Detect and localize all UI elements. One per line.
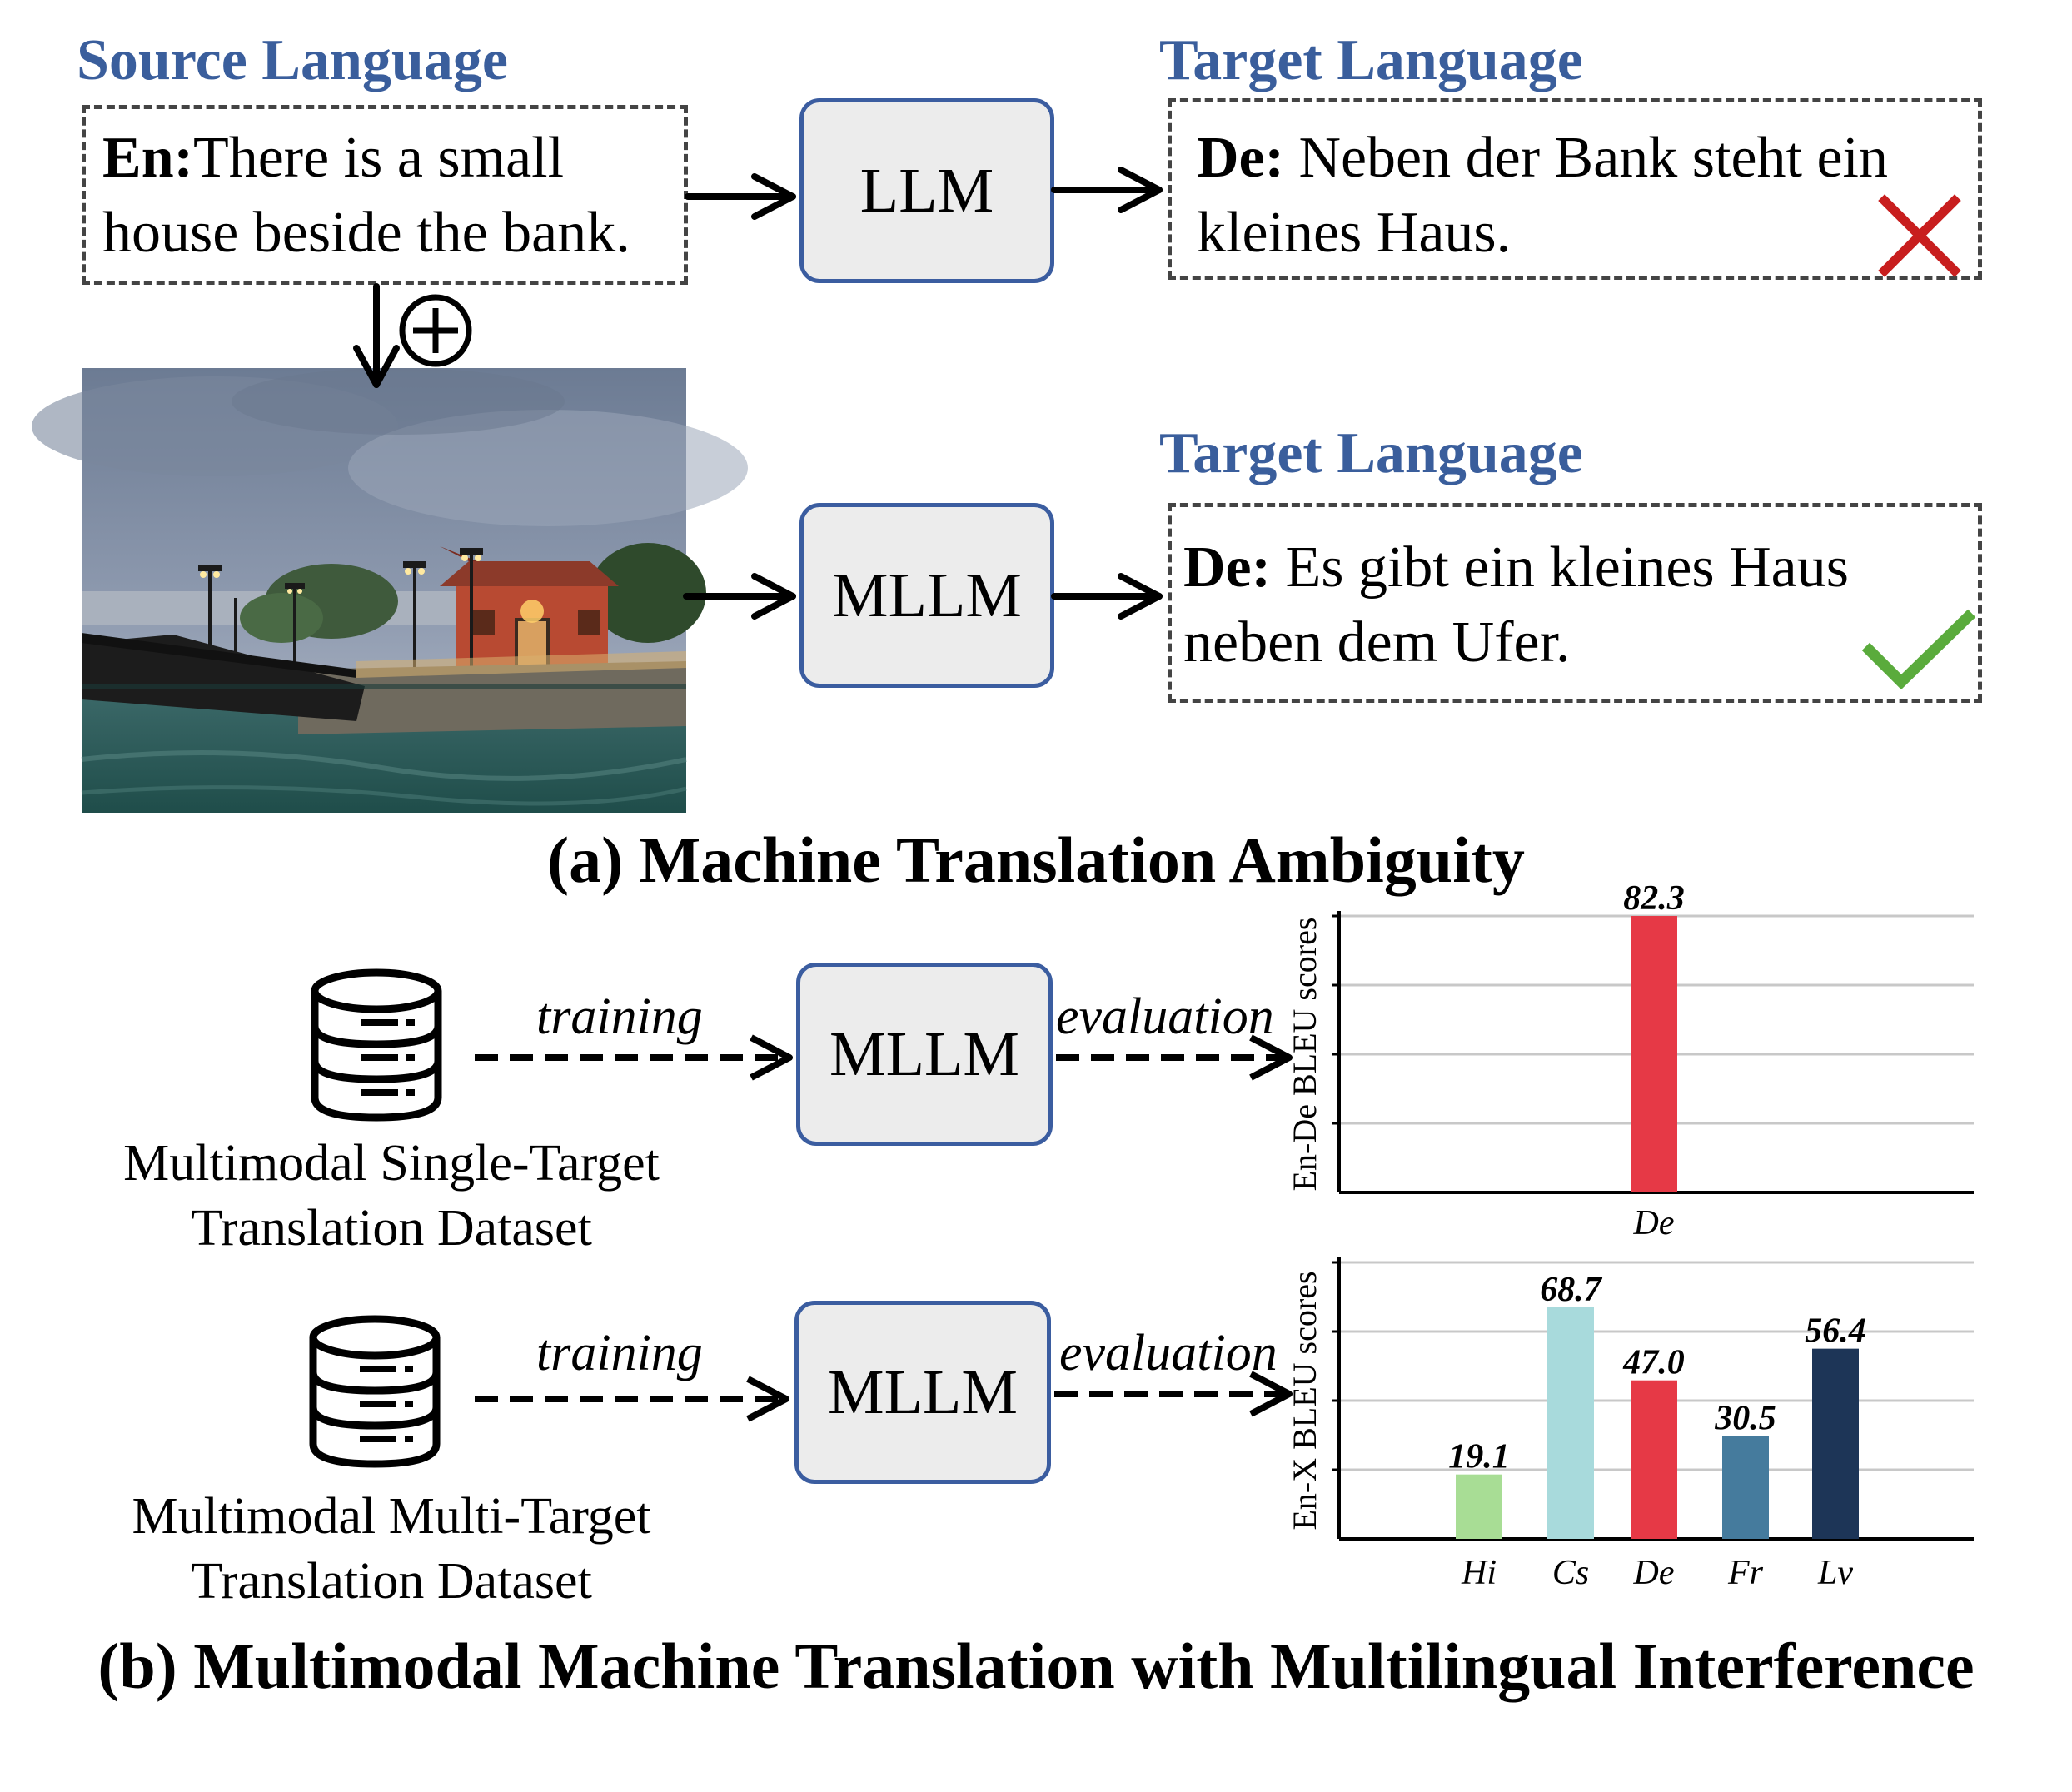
llm-output-box: De: Neben der Bank steht ein kleines Hau… bbox=[1168, 98, 1982, 280]
source-sentence-box: En:There is a small house beside the ban… bbox=[82, 105, 688, 285]
riverbank-house-photo bbox=[32, 368, 748, 813]
evaluation-arrowhead-single bbox=[1249, 1034, 1293, 1081]
correct-check-icon bbox=[1861, 609, 1976, 690]
mllm-output-box: De: Es gibt ein kleines Haus neben dem U… bbox=[1168, 503, 1982, 703]
bar-fr bbox=[1722, 1436, 1769, 1539]
multi-dataset-line-1: Multimodal Multi-Target bbox=[132, 1488, 651, 1545]
y-axis-label: En-X BLEU scores bbox=[1286, 1271, 1323, 1530]
source-to-llm-arrowhead bbox=[751, 173, 796, 220]
bar-value-label: 82.3 bbox=[1623, 879, 1685, 918]
mllm-output-line-2: neben dem Ufer. bbox=[1183, 610, 1571, 674]
mllm-label-a: MLLM bbox=[832, 560, 1022, 630]
bar-de bbox=[1631, 916, 1677, 1192]
panel-a-connectors bbox=[353, 167, 1163, 620]
bar-lv bbox=[1812, 1348, 1859, 1539]
mllm-output-tag: De: bbox=[1183, 535, 1271, 600]
training-label-multi: training bbox=[536, 1325, 703, 1381]
target-language-heading-bottom: Target Language bbox=[1159, 421, 1583, 485]
training-label-single: training bbox=[536, 988, 703, 1045]
multi-target-dataset-label: Multimodal Multi-Target Translation Data… bbox=[92, 1484, 691, 1614]
wrong-cross-icon bbox=[1878, 194, 1961, 277]
single-target-dataset-label: Multimodal Single-Target Translation Dat… bbox=[92, 1131, 691, 1261]
bar-value-label: 47.0 bbox=[1622, 1344, 1685, 1382]
source-sentence-text-1: There is a small bbox=[192, 126, 565, 190]
target-language-heading-top: Target Language bbox=[1159, 28, 1583, 92]
llm-output-text-1: Neben der Bank steht ein bbox=[1283, 126, 1888, 190]
en-x-bleu-chart: En-X BLEU scores 19.1Hi 68.7Cs 47.0De 30.5Fr… bbox=[1286, 1257, 1974, 1592]
source-sentence-line-2: house beside the bank. bbox=[102, 201, 630, 265]
bar-value-label: 68.7 bbox=[1540, 1271, 1603, 1309]
x-tick-label: Cs bbox=[1552, 1554, 1589, 1592]
llm-label: LLM bbox=[859, 155, 994, 226]
source-sentence-line-1: En:There is a small bbox=[102, 121, 564, 196]
caption-b: (b) Multimodal Machine Translation with … bbox=[97, 1630, 1975, 1702]
multi-dataset-line-2: Translation Dataset bbox=[191, 1553, 592, 1610]
single-dataset-line-2: Translation Dataset bbox=[191, 1200, 592, 1257]
database-icon-single bbox=[311, 968, 442, 1122]
mllm-label-multi: MLLM bbox=[828, 1356, 1018, 1427]
bar-de bbox=[1631, 1380, 1677, 1539]
x-tick-label: Hi bbox=[1461, 1554, 1497, 1592]
bar-cs bbox=[1547, 1307, 1594, 1539]
image-to-mllm-arrowhead bbox=[751, 573, 796, 620]
llm-output-line-2: kleines Haus. bbox=[1197, 201, 1512, 265]
x-tick-label: Lv bbox=[1817, 1554, 1853, 1592]
mllm-box-single: MLLM bbox=[796, 963, 1053, 1146]
bar-value-label: 30.5 bbox=[1714, 1400, 1776, 1438]
training-arrowhead-single bbox=[750, 1034, 793, 1081]
en-de-bleu-chart: En-De BLEU scores 82.3De bbox=[1286, 879, 1974, 1242]
bar-value-label: 19.1 bbox=[1448, 1438, 1510, 1476]
evaluation-label-single: evaluation bbox=[1056, 988, 1274, 1045]
source-language-heading: Source Language bbox=[77, 28, 508, 92]
x-tick-label: Fr bbox=[1727, 1554, 1764, 1592]
panel-b-connectors bbox=[475, 1034, 1293, 1422]
source-to-image-arrowhead bbox=[353, 345, 400, 388]
caption-a: (a) Machine Translation Ambiguity bbox=[547, 824, 1525, 896]
mllm-box-multi: MLLM bbox=[794, 1301, 1051, 1484]
single-dataset-line-1: Multimodal Single-Target bbox=[123, 1135, 660, 1192]
x-tick-label: De bbox=[1633, 1554, 1675, 1592]
evaluation-arrowhead-multi bbox=[1249, 1371, 1293, 1417]
bar-value-label: 56.4 bbox=[1805, 1312, 1866, 1351]
plus-circle-icon bbox=[399, 294, 472, 367]
llm-output-line-1: De: Neben der Bank steht ein bbox=[1197, 121, 1888, 196]
training-arrowhead-multi bbox=[746, 1376, 789, 1422]
x-tick-label: De bbox=[1633, 1204, 1675, 1242]
database-icon-multi bbox=[309, 1315, 441, 1468]
y-axis-label: En-De BLEU scores bbox=[1286, 918, 1323, 1192]
source-language-tag: En: bbox=[102, 126, 193, 190]
mllm-output-text-1: Es gibt ein kleines Haus bbox=[1270, 535, 1849, 600]
mllm-label-single: MLLM bbox=[829, 1018, 1019, 1089]
llm-to-output-arrowhead bbox=[1118, 167, 1163, 213]
mllm-to-output-arrowhead bbox=[1118, 573, 1163, 620]
llm-output-tag: De: bbox=[1197, 126, 1284, 190]
mllm-output-line-1: De: Es gibt ein kleines Haus bbox=[1183, 530, 1849, 605]
bar-hi bbox=[1456, 1474, 1502, 1539]
evaluation-label-multi: evaluation bbox=[1059, 1325, 1278, 1381]
